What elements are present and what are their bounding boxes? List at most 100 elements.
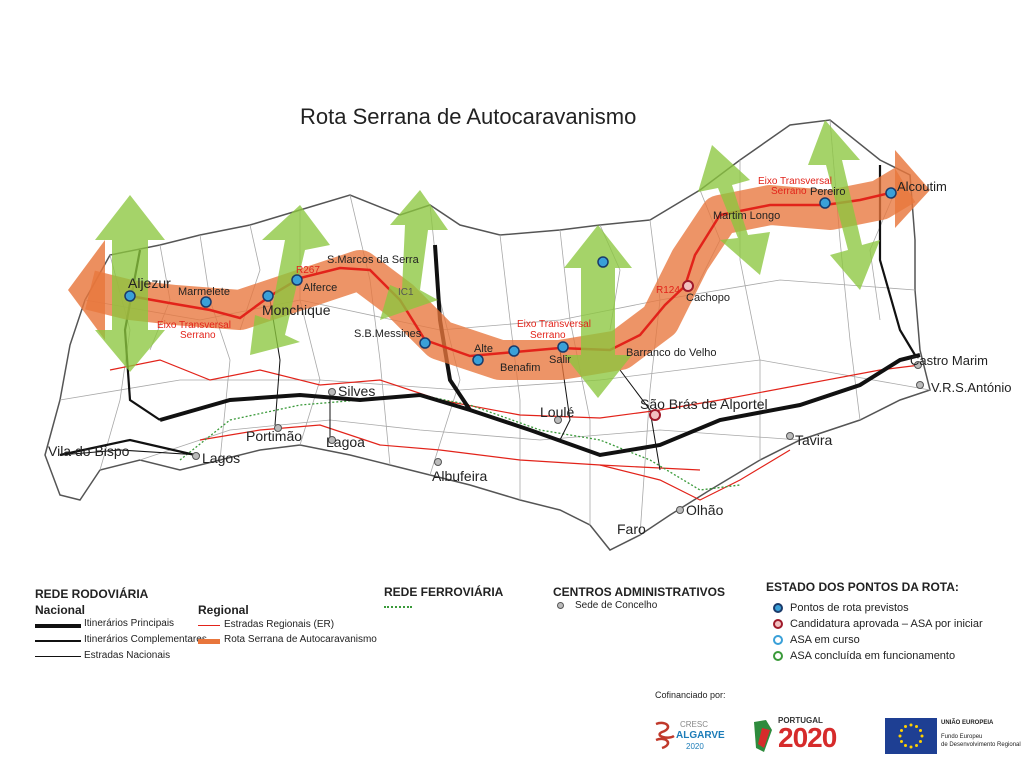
route-arrow-west: [68, 240, 105, 340]
eixo3-line2: Serrano: [771, 186, 807, 197]
label-martim-longo: Martim Longo: [713, 210, 781, 222]
cresc-line2: ALGARVE: [676, 730, 725, 741]
label-lagos: Lagos: [202, 450, 241, 466]
green-arrow-pereiro: [808, 120, 880, 290]
legend-itinerarios-complementares: Itinerários Complementares: [84, 634, 207, 645]
legend-estradas-nacionais: Estradas Nacionais: [84, 650, 171, 661]
legend-estado-pontos: ESTADO DOS PONTOS DA ROTA:: [766, 580, 959, 594]
legend-line-nacionais: [35, 656, 81, 657]
eixo1-line1: Eixo Transversal: [157, 320, 231, 331]
label-aljezur: Aljezur: [128, 275, 171, 291]
green-arrow-barranco: [564, 225, 632, 398]
legend-line-complementares: [35, 640, 81, 642]
point-alferce: [291, 274, 303, 286]
legend-dot-em-curso: [773, 635, 783, 645]
point-barranco-north: [597, 256, 609, 268]
label-alte: Alte: [474, 343, 493, 355]
point-cachopo: [682, 280, 694, 292]
point-benafim: [508, 345, 520, 357]
label-salir: Salir: [549, 354, 572, 366]
legend-candidatura-aprovada: Candidatura aprovada – ASA por iniciar: [790, 618, 983, 630]
label-barranco: Barranco do Velho: [626, 347, 717, 359]
label-tavira: Tavira: [795, 432, 833, 448]
label-castro-marim: Castro Marim: [910, 353, 989, 368]
green-arrow-aljezur: [95, 195, 165, 372]
label-loule: Loulé: [540, 404, 575, 420]
legend-rede-ferroviaria: REDE FERROVIÁRIA: [384, 585, 504, 599]
eixo2-line1: Eixo Transversal: [517, 319, 591, 330]
legend-regional: Regional: [198, 603, 249, 617]
route-arrow-east: [895, 150, 930, 228]
legend-estradas-regionais: Estradas Regionais (ER): [224, 619, 335, 630]
cofinanciado-label: Cofinanciado por:: [655, 690, 726, 700]
point-salir: [557, 341, 569, 353]
label-olhao: Olhão: [686, 502, 724, 518]
legend-sede-marker: [557, 602, 564, 609]
point-aljezur: [124, 290, 136, 302]
legend-line-rota: [198, 639, 220, 644]
label-cachopo: Cachopo: [686, 292, 731, 304]
label-r267: R267: [296, 265, 320, 276]
label-ic1: IC1: [398, 287, 414, 298]
p2020-label: 2020: [778, 722, 837, 753]
eixo2-line2: Serrano: [530, 330, 566, 341]
legend-rota-serrana: Rota Serrana de Autocaravanismo: [224, 634, 377, 645]
ue-line3: de Desenvolvimento Regional: [941, 742, 1021, 748]
point-alte: [472, 354, 484, 366]
portugal-2020-logo: PORTUGAL 2020: [752, 716, 867, 756]
legend-asa-em-curso: ASA em curso: [790, 634, 860, 646]
legend-line-principais: [35, 624, 81, 628]
label-marmelete: Marmelete: [178, 286, 230, 298]
portugal-label: PORTUGAL: [778, 716, 823, 725]
label-portimao: Portimão: [246, 428, 303, 444]
point-marmelete: [200, 296, 212, 308]
green-arrow-monchique: [250, 205, 330, 355]
point-alcoutim: [885, 187, 897, 199]
cresc-swirl-icon: [655, 721, 675, 750]
label-monchique: Monchique: [262, 302, 331, 318]
label-albufeira: Albufeira: [432, 468, 488, 484]
legend-pontos-previstos: Pontos de rota previstos: [790, 602, 909, 614]
green-arrows: [95, 120, 880, 398]
green-arrow-sbm: [380, 190, 448, 320]
ue-feder-logo: UNIÃO EUROPEIA Fundo Europeu de Desenvol…: [885, 716, 1021, 756]
map-title: Rota Serrana de Autocaravanismo: [300, 104, 637, 129]
label-s-marcos: S.Marcos da Serra: [327, 254, 419, 266]
legend-nacional: Nacional: [35, 603, 86, 617]
legend-centros-administrativos: CENTROS ADMINISTRATIVOS: [553, 585, 726, 599]
label-benafim: Benafim: [500, 362, 541, 374]
label-silves: Silves: [338, 383, 376, 399]
point-sbm: [419, 337, 431, 349]
label-r124: R124: [656, 285, 680, 296]
ue-line1: UNIÃO EUROPEIA: [941, 720, 994, 726]
label-alcoutim: Alcoutim: [897, 179, 947, 194]
label-alferce: Alferce: [303, 282, 338, 294]
legend-itinerarios-principais: Itinerários Principais: [84, 618, 175, 629]
label-sao-bras: São Brás de Alportel: [640, 396, 768, 412]
route-points: [124, 187, 897, 421]
cresc-line3: 2020: [686, 742, 704, 751]
legend-dot-previstos: [773, 603, 783, 613]
portugal-shield-icon: [754, 720, 772, 752]
eu-flag-icon: [885, 718, 937, 754]
legend-dot-candidatura: [773, 619, 783, 629]
eixo1-line2: Serrano: [180, 330, 216, 341]
regional-roads: [109, 359, 921, 501]
green-arrow-martim: [698, 145, 770, 275]
legend-rede-rodoviaria: REDE RODOVIÁRIA: [35, 587, 149, 601]
point-monchique: [262, 290, 274, 302]
point-sao-bras: [649, 409, 661, 421]
label-faro: Faro: [617, 521, 646, 537]
cresc-line1: CRESC: [680, 720, 709, 729]
label-pereiro: Pereiro: [810, 186, 846, 198]
legend-sede-de-concelho: Sede de Concelho: [575, 600, 658, 611]
legend-line-er: [198, 625, 220, 626]
cresc-algarve-logo: CRESC ALGARVE 2020: [652, 718, 734, 756]
label-vila-do-bispo: Vila do Bispo: [48, 443, 130, 459]
legend-dot-concluida: [773, 651, 783, 661]
legend-line-railway: [384, 606, 412, 608]
concelho-seats: [192, 361, 924, 514]
label-lagoa: Lagoa: [326, 434, 365, 450]
